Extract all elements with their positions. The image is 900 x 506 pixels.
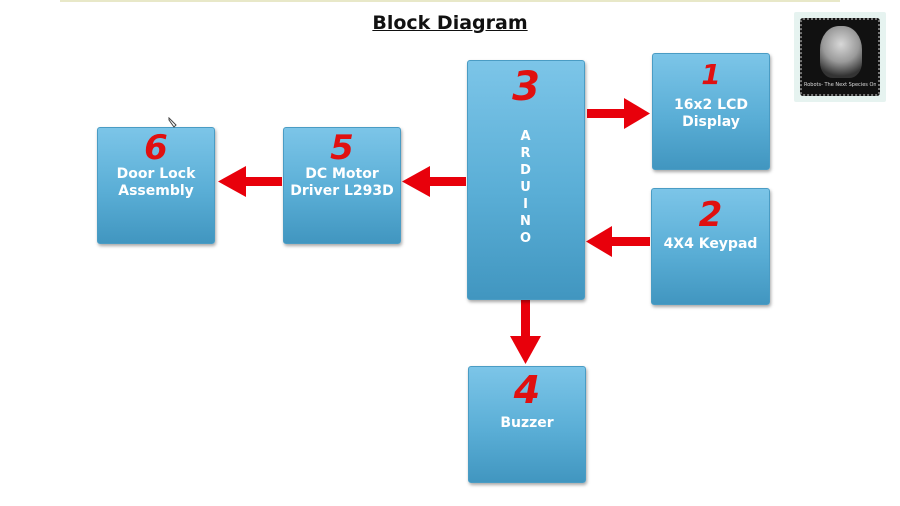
block-lcd-display: 1 16x2 LCD Display xyxy=(652,53,770,170)
block-buzzer: 4 Buzzer xyxy=(468,366,586,483)
door-lock-label-line2: Assembly xyxy=(118,183,194,199)
arduino-letter: I xyxy=(523,197,529,212)
lcd-label-line1: 16x2 LCD xyxy=(674,97,748,113)
block-number-keypad: 2 xyxy=(698,195,723,235)
channel-logo: Robots- The Next Species On Earth xyxy=(794,12,886,102)
block-number-buzzer: 4 xyxy=(513,368,541,412)
arduino-vertical-label: A R D U I N O xyxy=(468,128,584,247)
arrow-arduino-to-buzzer xyxy=(510,300,541,364)
block-number-door-lock: 6 xyxy=(144,128,168,168)
block-arduino: 3 A R D U I N O xyxy=(467,60,585,300)
buzzer-label: Buzzer xyxy=(500,415,554,431)
top-border-line xyxy=(60,0,840,2)
motor-driver-label-line2: Driver L293D xyxy=(290,183,394,199)
block-motor-driver: 5 DC Motor Driver L293D xyxy=(283,127,401,244)
arduino-letter: D xyxy=(520,163,532,178)
arduino-letter: R xyxy=(520,146,532,161)
logo-caption: Robots- The Next Species On Earth xyxy=(804,82,876,88)
motor-driver-label-line1: DC Motor xyxy=(305,166,379,182)
arrow-motor-driver-to-door-lock xyxy=(218,166,282,197)
arduino-letter: O xyxy=(519,231,533,246)
arduino-letter: U xyxy=(520,180,532,195)
robot-head-icon xyxy=(820,26,862,78)
pencil-cursor-icon xyxy=(168,117,177,128)
lcd-label-line2: Display xyxy=(682,114,740,130)
keypad-label: 4X4 Keypad xyxy=(663,236,758,252)
block-number-lcd: 1 xyxy=(701,58,721,91)
chip-logo-image: Robots- The Next Species On Earth xyxy=(800,18,880,96)
block-door-lock: 6 Door Lock Assembly xyxy=(97,127,215,244)
block-number-motor-driver: 5 xyxy=(330,128,354,168)
arrow-arduino-to-motor-driver xyxy=(402,166,466,197)
block-keypad: 2 4X4 Keypad xyxy=(651,188,770,305)
arduino-letter: N xyxy=(520,214,532,229)
arrow-keypad-to-arduino xyxy=(586,226,650,257)
arrow-arduino-to-lcd xyxy=(587,98,650,129)
diagram-title: Block Diagram xyxy=(372,12,528,34)
block-number-arduino: 3 xyxy=(512,64,540,110)
door-lock-label-line1: Door Lock xyxy=(116,166,196,182)
arduino-letter: A xyxy=(520,129,532,144)
